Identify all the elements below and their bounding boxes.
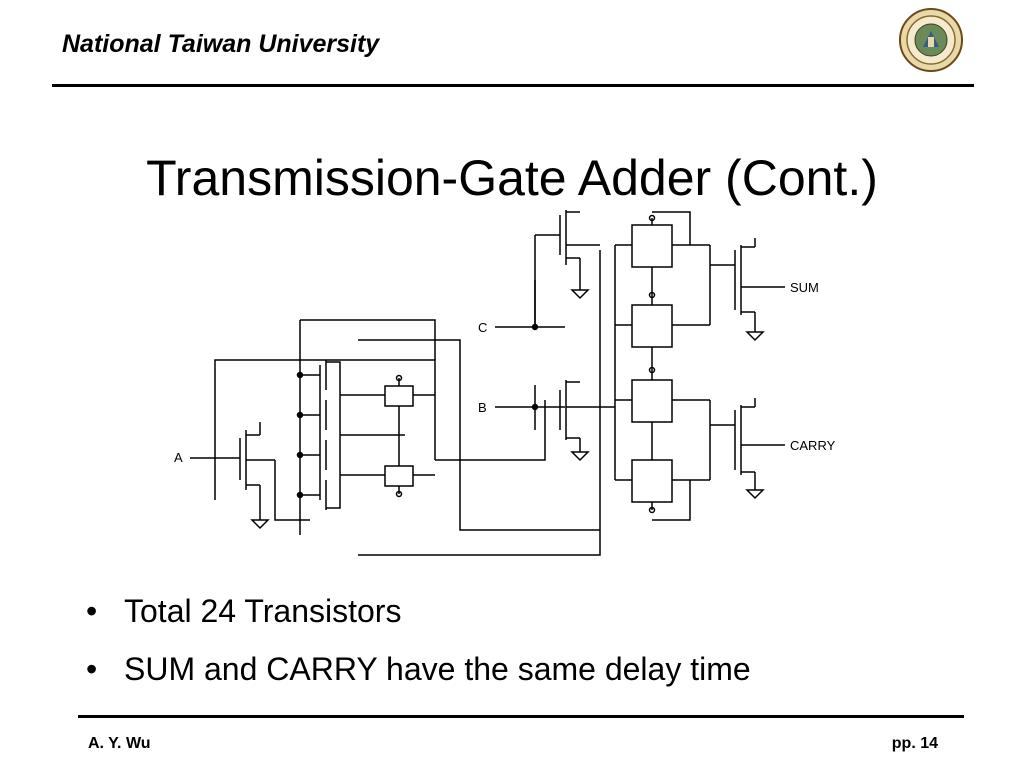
- label-output-sum: SUM: [790, 280, 819, 295]
- footer-rule: [78, 715, 964, 718]
- carry-output-inverter: [710, 398, 785, 500]
- university-seal-logo: [899, 8, 963, 72]
- bullet-item: SUM and CARRY have the same delay time: [86, 640, 751, 698]
- header-institution: National Taiwan University: [62, 30, 380, 58]
- sum-output-inverter: [710, 238, 785, 342]
- input-a-inverter: [190, 415, 275, 530]
- footer-page-number: pp. 14: [891, 735, 938, 752]
- input-c-inverter: [495, 210, 600, 331]
- right-transmission-gates: [614, 211, 711, 521]
- footer-author: A. Y. Wu: [88, 735, 151, 752]
- label-input-c: C: [478, 320, 487, 335]
- slide-title: Transmission-Gate Adder (Cont.): [146, 149, 878, 206]
- header-rule: [52, 84, 974, 87]
- left-transistor-stack: [296, 360, 405, 510]
- bullet-item: Total 24 Transistors: [86, 582, 751, 640]
- left-transmission-gates: [384, 374, 435, 498]
- label-input-a: A: [174, 450, 183, 465]
- label-input-b: B: [478, 400, 487, 415]
- transmission-gate-adder-schematic: A: [174, 210, 836, 556]
- input-b-inverter: [495, 380, 615, 462]
- label-output-carry: CARRY: [790, 438, 836, 453]
- bullet-list: Total 24 Transistors SUM and CARRY have …: [86, 582, 751, 698]
